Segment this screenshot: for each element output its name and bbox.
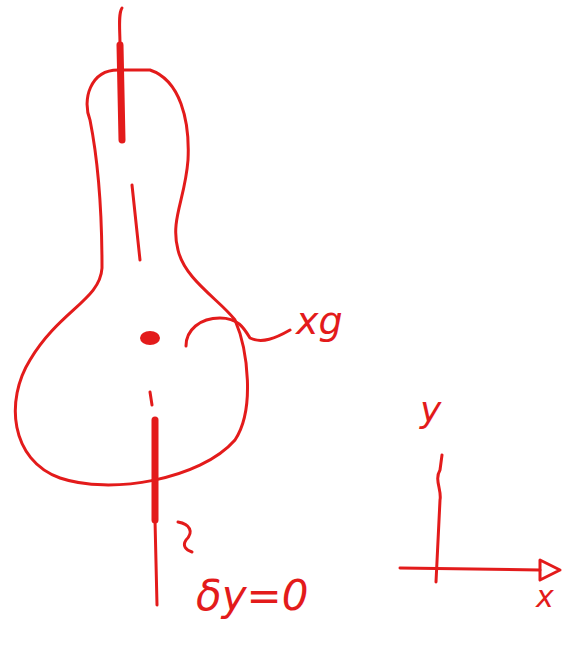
x-arrowhead bbox=[540, 560, 560, 580]
neck-mark bbox=[132, 185, 140, 260]
y-axis bbox=[436, 455, 442, 582]
top-axis-bar bbox=[120, 45, 122, 140]
x-axis bbox=[400, 568, 540, 570]
small-mark bbox=[150, 392, 152, 405]
axis-label: x bbox=[536, 582, 554, 612]
axis-label: y bbox=[420, 392, 441, 428]
top-axis-line bbox=[120, 8, 123, 45]
condition-label: δy=0 bbox=[196, 575, 308, 617]
bottom-axis-bar bbox=[152, 420, 159, 520]
centroid-label: xg bbox=[296, 302, 343, 340]
bracket bbox=[178, 522, 192, 552]
center-of-gravity-dot bbox=[140, 331, 160, 345]
bottom-axis-line bbox=[155, 520, 157, 605]
leader-line bbox=[186, 318, 290, 346]
body-outline bbox=[15, 70, 247, 485]
